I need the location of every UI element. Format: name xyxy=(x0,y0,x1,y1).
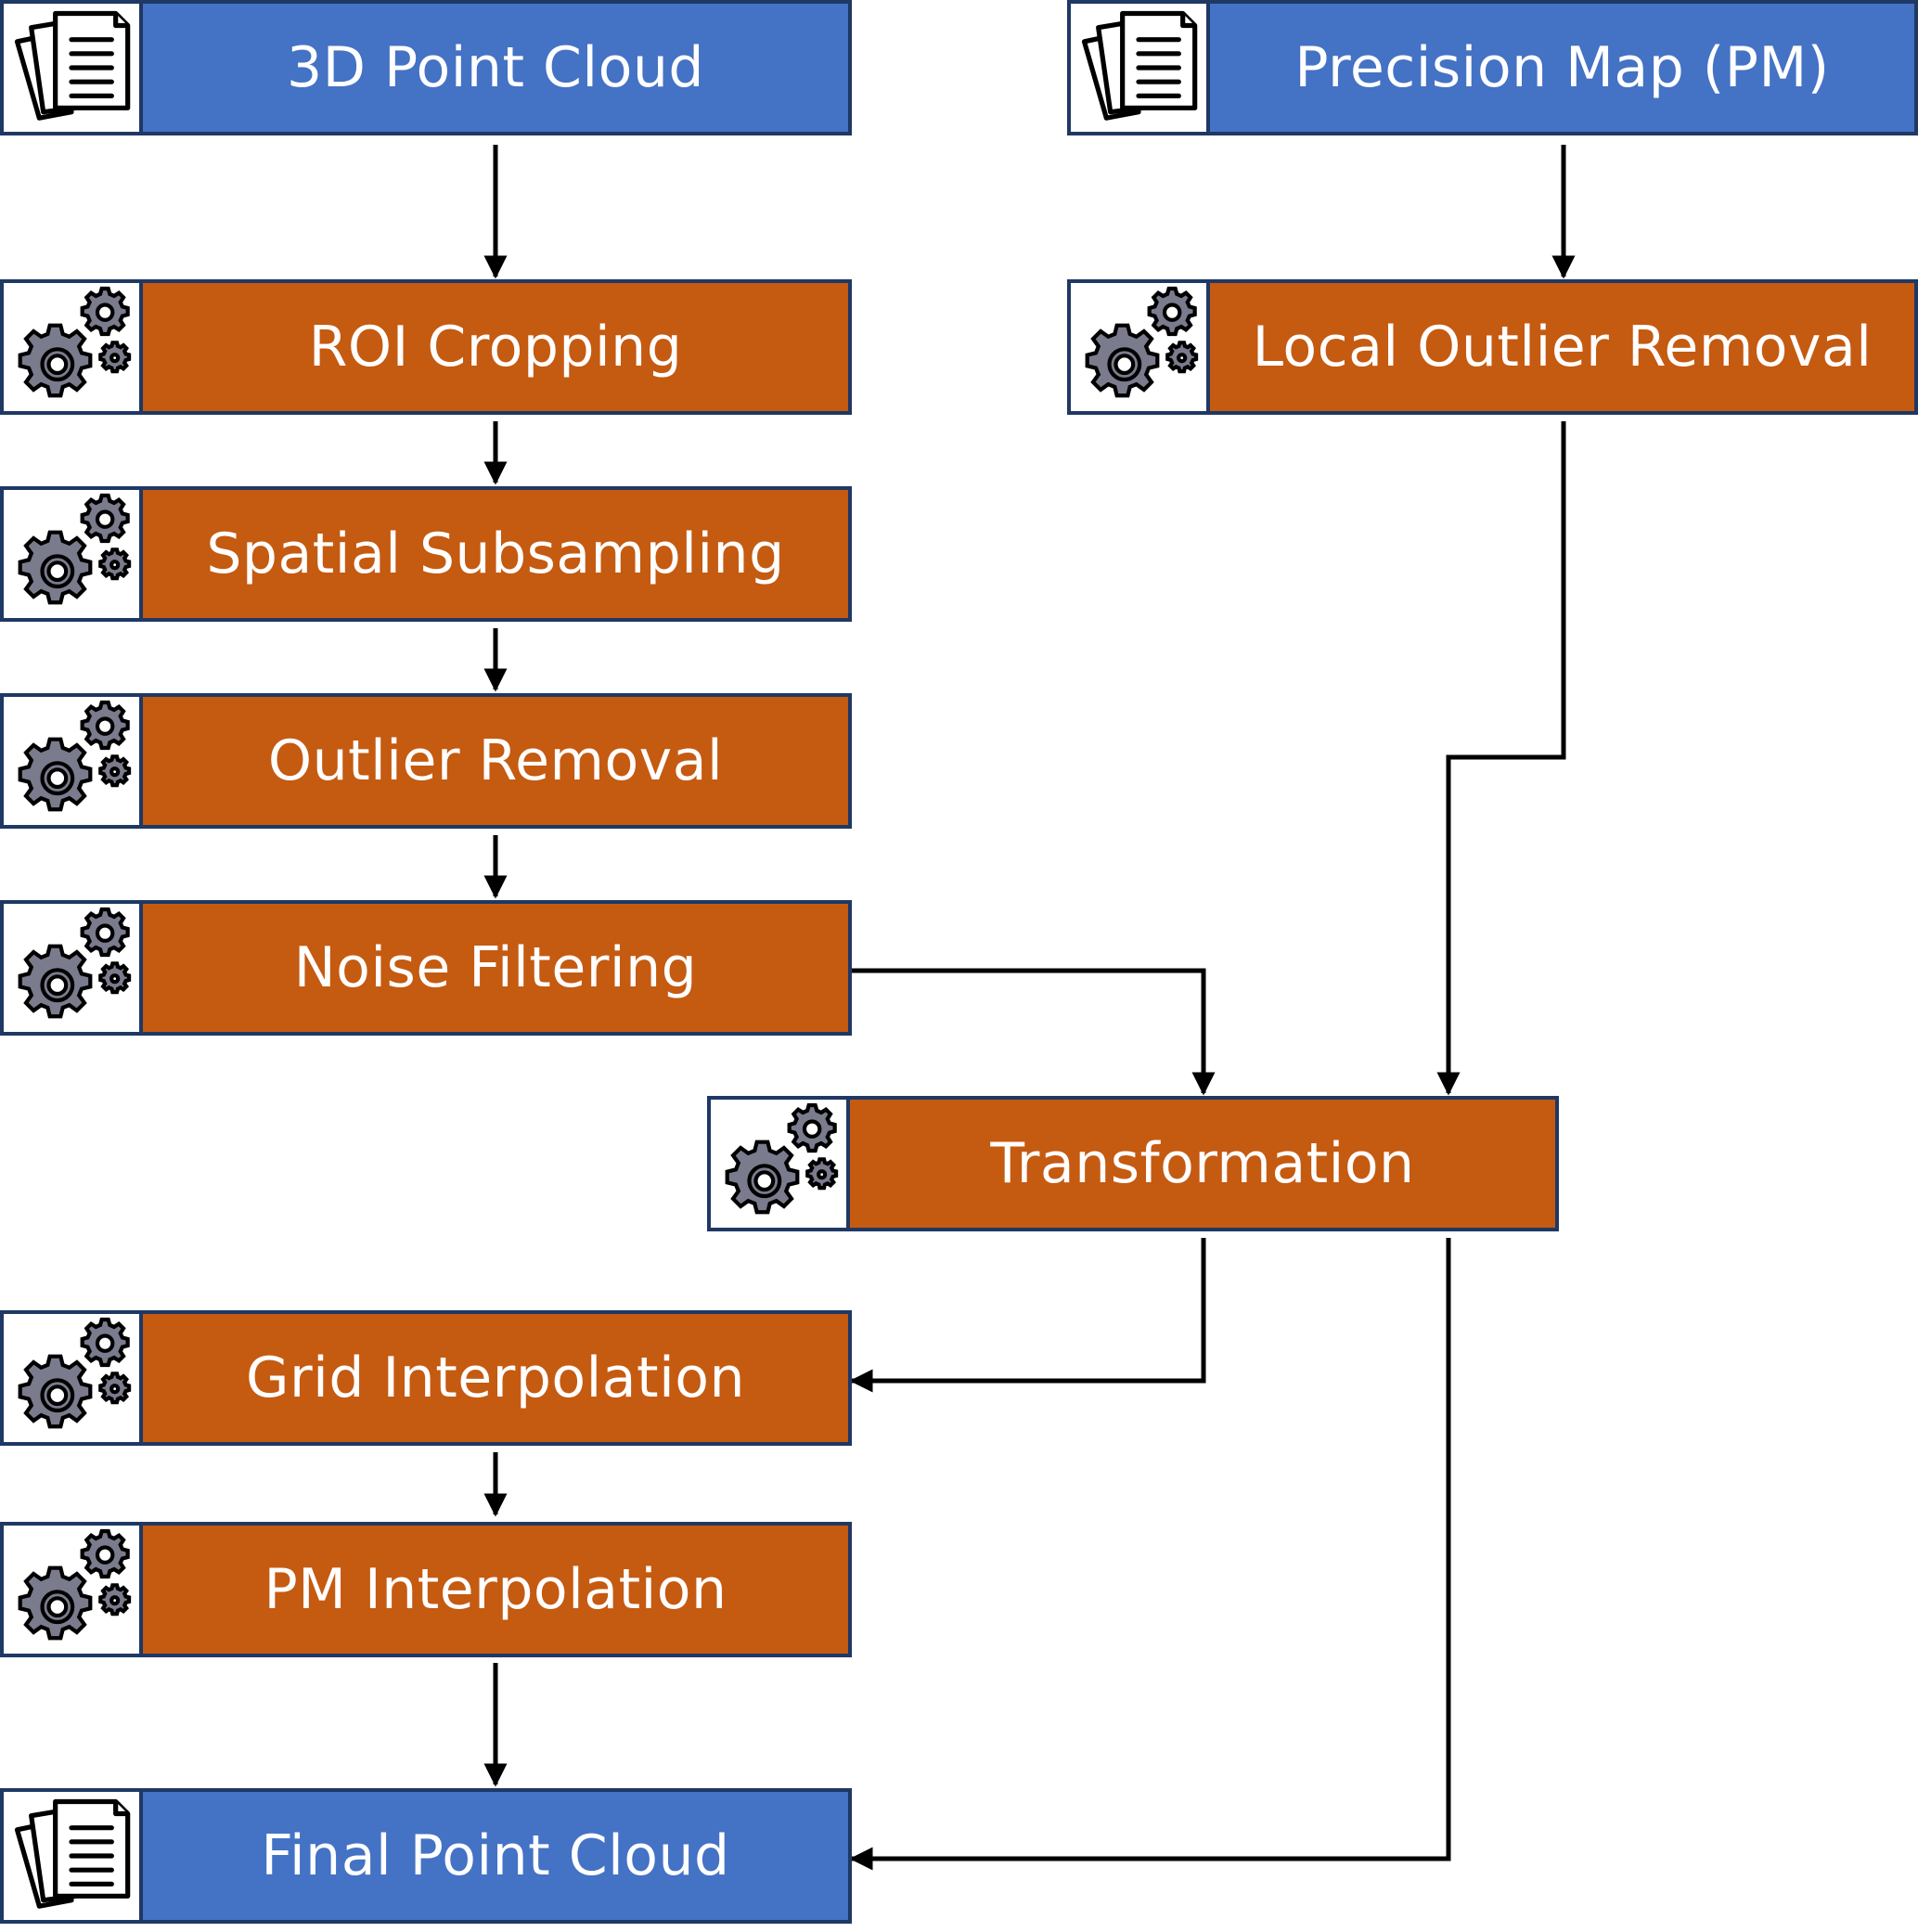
node-outlier-removal[interactable]: Outlier Removal xyxy=(0,693,852,829)
node-label: PM Interpolation xyxy=(143,1526,848,1654)
edge-local-outlier-transformation xyxy=(1436,421,1566,1096)
edge-transformation-grid xyxy=(849,1238,1206,1393)
edge-transformation-final xyxy=(849,1238,1451,1871)
gears-icon xyxy=(18,493,132,605)
gears-icon xyxy=(18,907,132,1019)
node-label: Noise Filtering xyxy=(143,904,848,1032)
node-local-outlier-removal[interactable]: Local Outlier Removal xyxy=(1067,279,1918,415)
node-pm-interpolation[interactable]: PM Interpolation xyxy=(0,1522,852,1657)
node-roi-cropping[interactable]: ROI Cropping xyxy=(0,279,852,415)
documents-icon xyxy=(14,1798,131,1909)
gears-icon xyxy=(18,1528,132,1641)
gears-icon-cell xyxy=(4,1314,143,1442)
node-transformation[interactable]: Transformation xyxy=(707,1096,1559,1231)
node-label: Spatial Subsampling xyxy=(143,490,848,618)
gears-icon-cell xyxy=(1071,283,1210,411)
gears-icon-cell xyxy=(4,904,143,1032)
documents-icon xyxy=(14,10,131,121)
gears-icon-cell xyxy=(4,490,143,618)
node-spatial-subsampling[interactable]: Spatial Subsampling xyxy=(0,486,852,622)
gears-icon-cell xyxy=(711,1100,850,1228)
node-noise-filtering[interactable]: Noise Filtering xyxy=(0,900,852,1036)
gears-icon-cell xyxy=(4,697,143,825)
gears-icon xyxy=(18,700,132,812)
node-label: Local Outlier Removal xyxy=(1210,283,1914,411)
documents-icon-cell xyxy=(1071,4,1210,132)
node-label: Grid Interpolation xyxy=(143,1314,848,1442)
node-label: Outlier Removal xyxy=(143,697,848,825)
documents-icon xyxy=(1081,10,1198,121)
edge-noise-transformation xyxy=(848,968,1216,1096)
node-label: ROI Cropping xyxy=(143,283,848,411)
node-point-cloud[interactable]: 3D Point Cloud xyxy=(0,0,852,135)
gears-icon xyxy=(18,286,132,398)
gears-icon xyxy=(725,1102,839,1215)
node-precision-map[interactable]: Precision Map (PM) xyxy=(1067,0,1918,135)
gears-icon xyxy=(18,1317,132,1429)
documents-icon-cell xyxy=(4,1792,143,1920)
node-label: Transformation xyxy=(850,1100,1555,1228)
node-label: 3D Point Cloud xyxy=(143,4,848,132)
documents-icon-cell xyxy=(4,4,143,132)
node-grid-interpolation[interactable]: Grid Interpolation xyxy=(0,1310,852,1446)
gears-icon xyxy=(1085,286,1199,398)
node-label: Final Point Cloud xyxy=(143,1792,848,1920)
node-final-point-cloud[interactable]: Final Point Cloud xyxy=(0,1788,852,1924)
gears-icon-cell xyxy=(4,283,143,411)
gears-icon-cell xyxy=(4,1526,143,1654)
node-label: Precision Map (PM) xyxy=(1210,4,1914,132)
